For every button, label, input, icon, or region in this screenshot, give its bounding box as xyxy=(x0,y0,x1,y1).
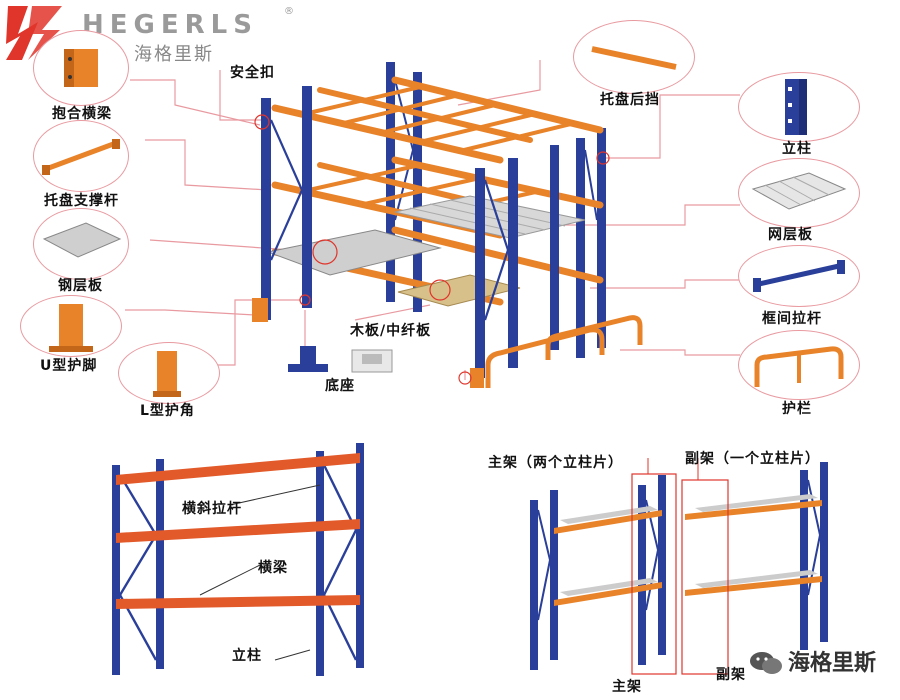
bottom-upright-label: 立柱 xyxy=(232,648,262,664)
logo-text-cn: 海格里斯 xyxy=(134,44,214,65)
sub-frame-label: 副架 xyxy=(716,667,746,683)
callout-dots xyxy=(254,114,610,385)
main-frame-label: 主架 xyxy=(612,679,642,695)
wire-deck-label: 网层板 xyxy=(768,227,813,243)
wire-deck-shelf xyxy=(394,195,586,239)
pallet-stop-callout xyxy=(573,20,695,94)
wechat-icon xyxy=(750,652,782,674)
safety-clip-label: 安全扣 xyxy=(230,65,275,81)
steel-deck-label: 钢层板 xyxy=(58,278,103,294)
l-guard-icon xyxy=(153,351,181,397)
rack-front-frames xyxy=(261,86,559,378)
u-guard-callout xyxy=(20,295,122,357)
wire-deck-icon xyxy=(751,172,847,210)
l-guard-label: L型护角 xyxy=(140,403,195,419)
guardrail-callout xyxy=(738,330,860,400)
frame-tie-icon xyxy=(753,260,845,292)
pallet-support-callout xyxy=(33,120,129,192)
base-plate-icon xyxy=(288,346,393,373)
pallet-rack-diagram xyxy=(125,60,740,388)
logo-mark-icon xyxy=(6,6,62,60)
steel-deck-icon xyxy=(42,222,122,258)
beam-label: 横梁 xyxy=(258,560,288,576)
combined-beam-icon xyxy=(64,49,98,87)
wood-board-panel xyxy=(397,274,521,307)
upright-callout xyxy=(738,72,860,142)
main-sub-frame-diagram xyxy=(530,458,828,675)
base-label: 底座 xyxy=(325,378,355,394)
combined-beam-label: 抱合横梁 xyxy=(52,106,112,122)
u-guard-icon xyxy=(49,304,93,352)
pallet-support-icon xyxy=(42,139,120,175)
combined-beam-callout xyxy=(33,30,129,106)
frame-tie-callout xyxy=(738,245,860,307)
main-frame-header-label: 主架（两个立柱片） xyxy=(488,455,623,471)
sub-frame-header-label: 副架（一个立柱片） xyxy=(685,451,820,467)
frame-tie-label: 框间拉杆 xyxy=(762,311,822,327)
wood-board-label: 木板/中纤板 xyxy=(350,323,432,339)
brace-label: 横斜拉杆 xyxy=(182,501,242,517)
l-guard-callout xyxy=(118,342,220,404)
logo-registered-mark: ® xyxy=(284,6,294,17)
guardrail-label: 护栏 xyxy=(782,401,812,417)
pallet-support-label: 托盘支撑杆 xyxy=(44,193,119,209)
watermark-text: 海格里斯 xyxy=(788,651,877,676)
upright-label: 立柱 xyxy=(782,141,812,157)
watermark: 海格里斯 xyxy=(748,645,888,679)
u-guard-label: U型护脚 xyxy=(40,358,98,374)
wire-deck-callout xyxy=(738,158,860,228)
rack-front-view-diagram xyxy=(112,443,364,676)
steel-deck-callout xyxy=(33,208,129,280)
rack-guards xyxy=(252,298,643,388)
upright-icon xyxy=(785,79,807,135)
logo-text-en: HEGERLS xyxy=(82,10,258,40)
pallet-stop-label: 托盘后挡 xyxy=(600,92,660,108)
guardrail-icon xyxy=(754,346,844,387)
pallet-stop-icon xyxy=(591,46,677,70)
brand-logo: HEGERLS ® 海格里斯 xyxy=(4,4,304,65)
